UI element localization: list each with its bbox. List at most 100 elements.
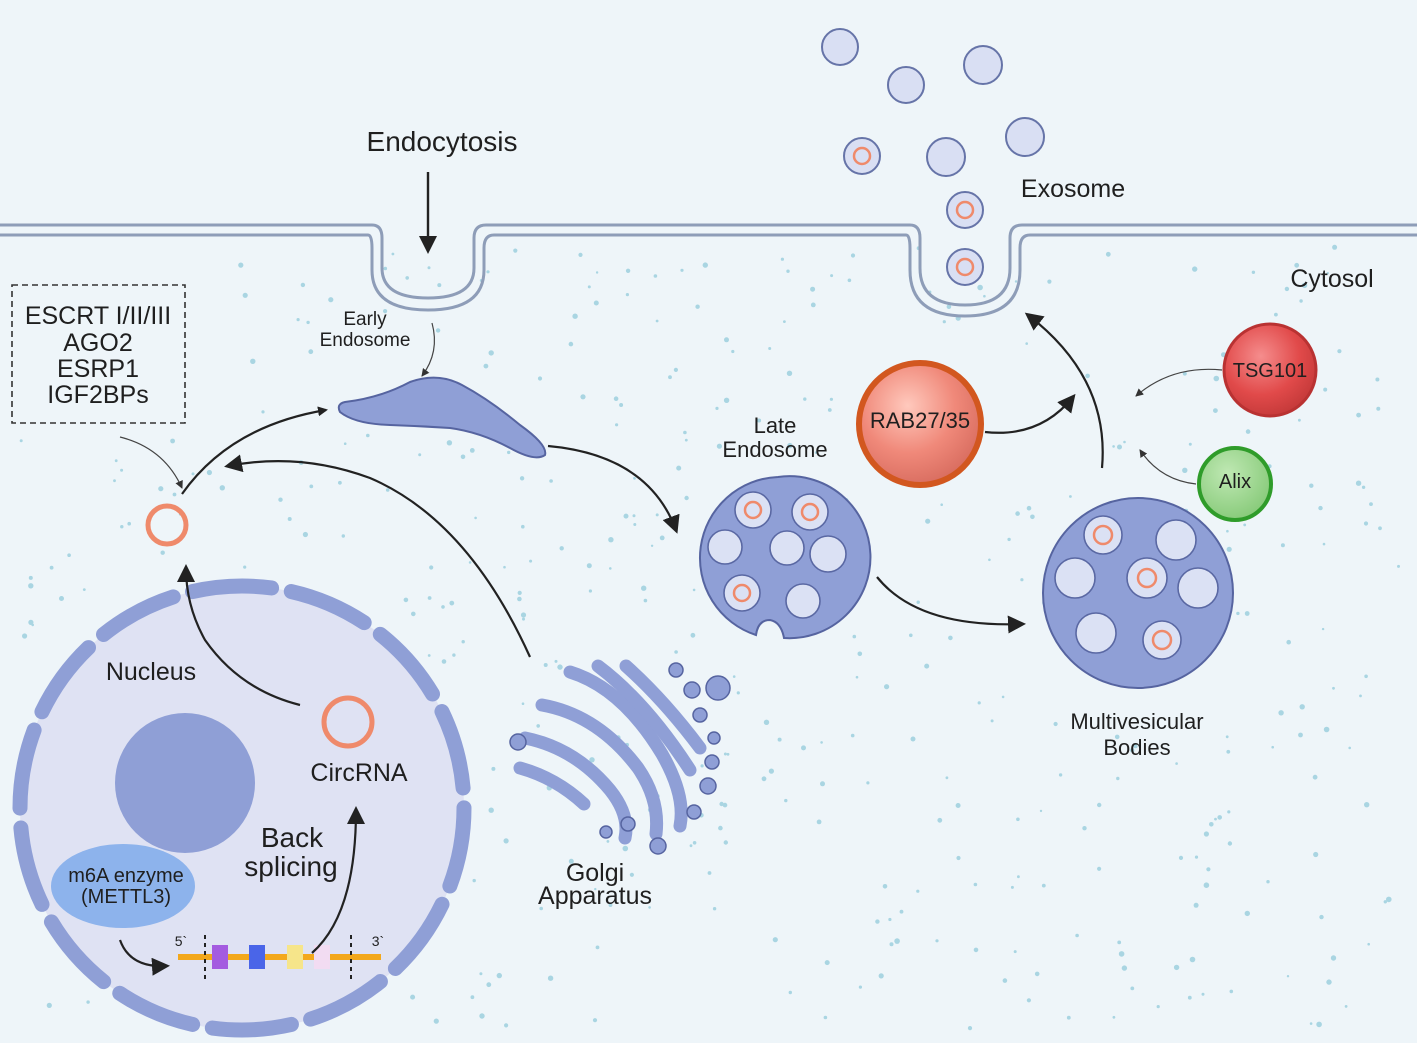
cytosol-particle	[1376, 406, 1381, 411]
cytosol-particle	[170, 438, 176, 444]
cytosol-particle	[676, 465, 682, 471]
nucleus	[12, 578, 472, 1038]
circrna-ring-icon	[955, 200, 975, 220]
cytosol-particle	[850, 733, 855, 738]
cytosol-particle	[1274, 312, 1278, 317]
cytosol-particle	[1010, 885, 1014, 889]
cytosol-particle	[1369, 502, 1373, 506]
multivesicular-body	[1042, 497, 1234, 689]
cytosol-particle	[1344, 1005, 1348, 1008]
cytosol-particle	[1082, 826, 1087, 831]
cytosol-particle	[405, 276, 410, 280]
cytosol-particle	[823, 1015, 828, 1020]
cytosol-particle	[1001, 695, 1005, 699]
cytosol-particle	[383, 309, 388, 314]
cytosol-particle	[648, 906, 651, 909]
cytosol-particle	[547, 975, 554, 981]
cytosol-particle	[306, 320, 310, 325]
cytosol-particle	[718, 825, 723, 831]
cytosol-particle	[1016, 817, 1020, 822]
arrow-golgi-to-circrna	[224, 454, 532, 658]
label-late: Late	[754, 413, 797, 438]
cytosol-particle	[488, 807, 494, 813]
cytosol-particle	[1182, 371, 1187, 376]
cytosol-particle	[814, 451, 818, 454]
cytosol-particle	[875, 919, 880, 924]
cytosol-particle	[763, 719, 770, 725]
cytosol-particle	[519, 476, 525, 481]
cytosol-particle	[619, 403, 624, 407]
cytosol-particle	[418, 453, 422, 457]
cytosol-particle	[716, 443, 723, 449]
cytosol-particle	[786, 370, 793, 376]
cytosol-particle	[955, 803, 961, 808]
cytosol-particle	[1299, 299, 1303, 303]
cytosol-particle	[633, 476, 636, 480]
cytosol-particle	[486, 982, 492, 988]
cytosol-particle	[483, 363, 489, 369]
cytosol-particle	[633, 523, 637, 526]
cytosol-particle	[623, 513, 629, 519]
cytosol-particle	[568, 341, 574, 347]
cytosol-particle	[608, 903, 613, 907]
cytosol-particle	[1187, 995, 1192, 1000]
plasma-membrane-inner	[0, 233, 1417, 318]
arrow-to-early-endosome	[421, 322, 435, 377]
cytosol-particle	[695, 304, 700, 309]
cytosol-particle	[1226, 529, 1229, 533]
cytosol-particle	[884, 684, 890, 690]
label-m6a-enzyme: m6A enzyme	[68, 865, 184, 887]
cytosol-particle	[910, 736, 916, 742]
circrna-ring-icon	[852, 146, 872, 166]
cytosol-particle	[761, 776, 767, 782]
cytosol-particle	[1316, 1021, 1322, 1028]
cytosol-particle	[736, 691, 740, 695]
cytosol-particle	[888, 917, 892, 922]
cytosol-particle	[1112, 1015, 1116, 1019]
cytosol-particle	[1192, 266, 1198, 272]
cytosol-particle	[1116, 776, 1120, 781]
cytosol-particle	[788, 990, 792, 995]
label-circrna: CircRNA	[310, 759, 408, 787]
cytosol-particle	[1039, 809, 1043, 813]
cytosol-particle	[1319, 914, 1324, 920]
cytosol-particle	[855, 675, 859, 679]
cytosol-particle	[1188, 442, 1192, 446]
cytosol-particle	[470, 995, 475, 1000]
plasma-membrane-outer	[0, 223, 1417, 307]
cytosol-particle	[629, 872, 635, 877]
cytosol-particle	[59, 596, 64, 601]
cytosol-particle	[772, 937, 778, 943]
cytosol-particle	[114, 459, 118, 463]
arrow-back-splicing	[311, 806, 365, 954]
circrna-ring-icon	[955, 257, 975, 277]
cytosol-particle	[942, 320, 946, 324]
cytosol-particle	[768, 768, 775, 774]
cytosol-particle	[625, 293, 630, 297]
label-bodies: Bodies	[1103, 735, 1170, 760]
cytosol-particle	[343, 442, 347, 446]
cytosol-particle	[539, 906, 543, 911]
cytosol-particle	[287, 517, 292, 521]
cytosol-particle	[894, 938, 900, 944]
cytosol-particle	[158, 486, 164, 492]
cytosol-particle	[1236, 611, 1240, 616]
cytosol-particle	[787, 442, 793, 449]
cytosol-particle	[924, 663, 930, 669]
cytosol-particle	[468, 561, 472, 564]
cytosol-particle	[1026, 505, 1032, 511]
cytosol-particle	[529, 559, 533, 563]
label-tsg101: TSG101	[1233, 360, 1307, 382]
late-endosome	[698, 475, 872, 640]
cytosol-particle	[441, 659, 447, 664]
cytosol-particle	[632, 514, 636, 518]
m6a-enzyme-icon	[51, 844, 195, 928]
nucleolus-icon	[115, 713, 255, 853]
cytosol-particle	[850, 253, 856, 258]
cytosol-particle	[1085, 373, 1090, 379]
cytosol-particle	[732, 675, 736, 678]
cytosol-particle	[1203, 831, 1209, 837]
cytosol-particle	[820, 741, 823, 744]
cytosol-particle	[1383, 900, 1388, 904]
cytosol-particle	[28, 575, 33, 580]
